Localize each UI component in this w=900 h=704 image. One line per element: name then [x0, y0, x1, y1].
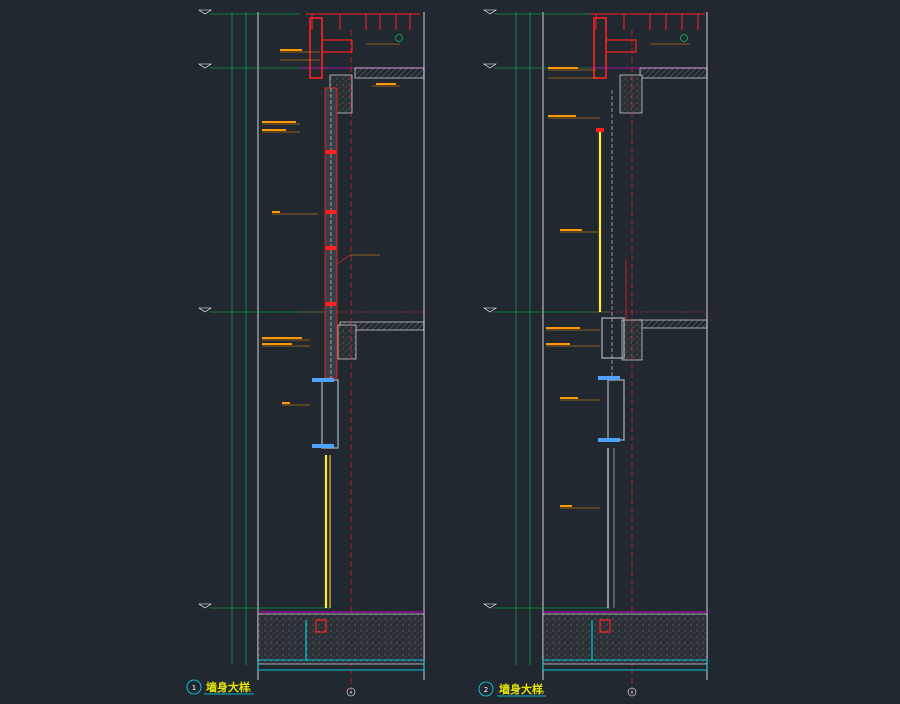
level-marker [198, 9, 212, 609]
level-marker [483, 9, 497, 609]
detail-title: 墙身大样 [499, 682, 543, 696]
axis-label: A [631, 690, 634, 695]
detail-scale: 1:30 [242, 688, 251, 693]
detail-number: 1 [192, 684, 196, 692]
detail-number-circle [478, 681, 494, 697]
detail-number: 2 [484, 686, 488, 694]
wall-section-detail-2: A 2 墙身大样 1:30 [478, 9, 708, 697]
wall-section-detail-1: A 1 墙身大样 1:30 [186, 9, 425, 697]
detail-scale: 1:30 [535, 690, 544, 695]
axis-label: A [350, 690, 353, 695]
detail-number-circle [186, 679, 202, 695]
detail-title: 墙身大样 [206, 680, 250, 694]
